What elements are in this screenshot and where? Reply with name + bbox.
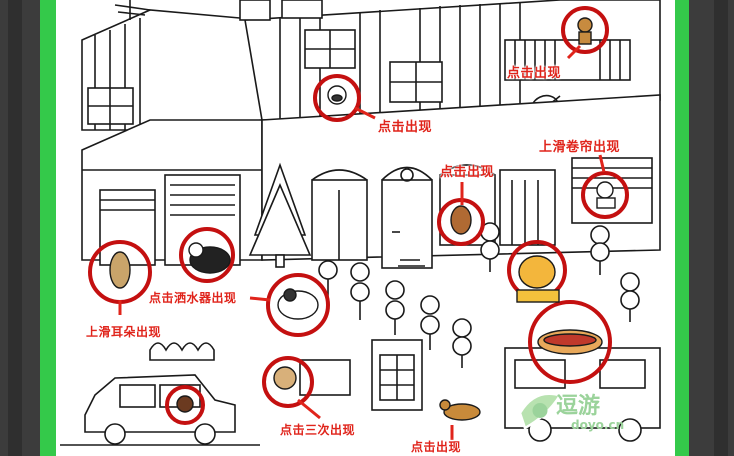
hint-label-ear-dog: 上滑耳朵出现 <box>86 325 162 339</box>
collie-dog <box>188 242 231 274</box>
left-house <box>81 9 263 266</box>
hint-label-balcony-dog: 点击出现 <box>507 66 562 81</box>
car <box>84 374 236 445</box>
hint-arrows <box>118 44 606 440</box>
watermark-brand: 逗游 <box>556 394 601 419</box>
scene-drawing <box>60 0 661 446</box>
bushes <box>60 342 351 446</box>
car-dog <box>176 395 194 413</box>
doyo-logo-icon <box>518 392 562 430</box>
hint-label-walking-dog: 点击出现 <box>411 440 462 454</box>
hint-label-sprinkler-dog: 点击洒水器出现 <box>149 291 237 305</box>
roof-antenna <box>114 0 151 20</box>
poodle-dog <box>273 366 297 390</box>
shiba-dog <box>516 255 560 303</box>
right-edge-bar <box>714 0 728 456</box>
husky-dog <box>277 288 319 320</box>
hint-label-roof-dog: 点击出现 <box>378 120 433 135</box>
pine-tree <box>248 162 312 268</box>
hidden-dogs <box>109 17 616 421</box>
blind-dog <box>596 181 616 209</box>
door-dog <box>450 205 472 235</box>
watermark-domain: doyo.cn <box>571 418 625 432</box>
walking-dog <box>439 399 481 421</box>
right-margin <box>689 0 734 456</box>
balcony-dog <box>577 17 593 45</box>
hint-label-three-tap-dog: 点击三次出现 <box>280 423 356 437</box>
window-dog <box>327 85 347 105</box>
left-edge-bar <box>8 0 22 456</box>
hint-circles <box>88 6 629 426</box>
left-margin <box>0 0 40 456</box>
hint-label-blind-dog: 上滑卷帘出现 <box>539 140 621 155</box>
round-trees <box>318 222 640 368</box>
hint-label-door-dog: 点击出现 <box>440 165 495 180</box>
hotdog-dog <box>537 329 603 355</box>
phone-booth <box>371 339 423 411</box>
game-board[interactable]: 点击出现 点击出现 上滑卷帘出现 点击出现 点击洒水器出现 上滑耳朵出现 点击三… <box>56 0 675 456</box>
ear-dog <box>109 251 131 289</box>
